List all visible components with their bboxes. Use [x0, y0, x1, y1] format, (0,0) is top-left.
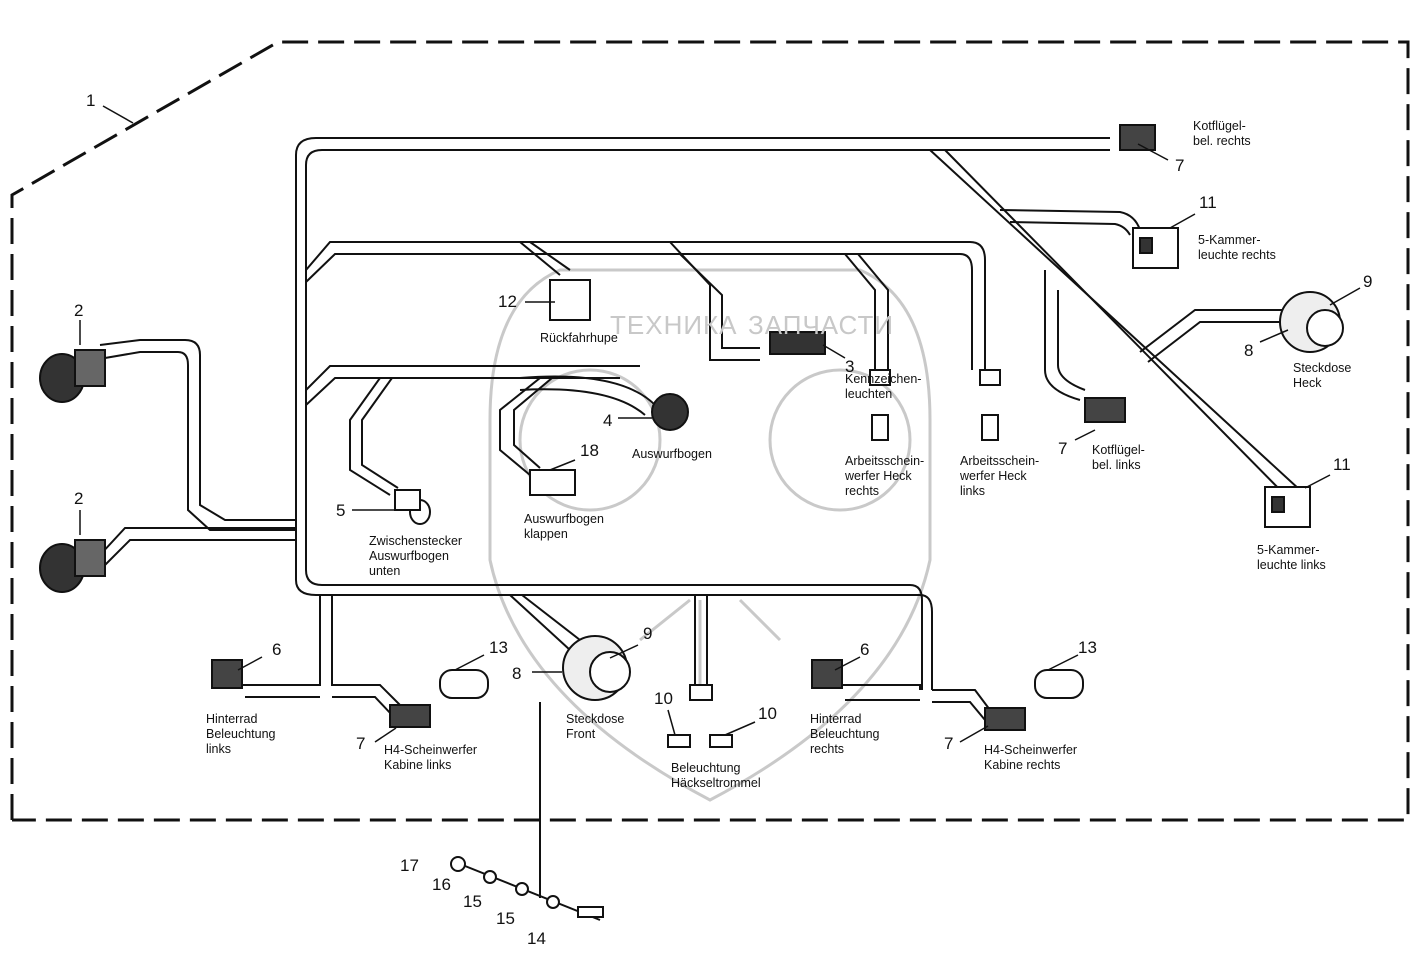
connector-kotfluegel-links-icon [1084, 397, 1126, 423]
label-arbeitsscheinwerfer-rechts: Arbeitsschein- werfer Heck rechts [845, 454, 925, 498]
washer-icon [515, 882, 529, 896]
label-5-kammer-rechts: 5-Kammer- leuchte rechts [1198, 233, 1276, 262]
item-number: 16 [432, 875, 451, 894]
auswurfbogen-connector-icon [651, 393, 689, 431]
item-number: 1 [86, 91, 96, 110]
round-connector-icon [39, 349, 106, 403]
connector-7-rechts-icon [1119, 124, 1156, 151]
label-steckdose-front: Steckdose Front [566, 712, 625, 741]
five-chamber-connector-icon [1132, 227, 1179, 269]
item-number: 7 [944, 734, 954, 753]
connector-6-left-icon [211, 659, 243, 689]
watermark-shield [488, 268, 932, 802]
connector-6-right-icon [811, 659, 843, 689]
label-kotfluegel-rechts: Kotflügel- bel. rechts [1193, 119, 1251, 148]
connector-7-h4-left-icon [389, 704, 431, 728]
item-number: 6 [272, 640, 282, 659]
label-h4-rechts: H4-Scheinwerfer Kabine rechts [984, 743, 1078, 772]
connector-3-icon [769, 331, 826, 355]
connector-18-icon [529, 469, 576, 496]
item-number: 3 [845, 357, 855, 376]
item-number: 2 [74, 301, 84, 320]
label-auswurfbogen-klappen: Auswurfbogen klappen [524, 512, 604, 541]
item-number: 7 [356, 734, 366, 753]
label-kennzeichenleuchten: Kennzeichen- leuchten [845, 372, 922, 401]
assembly-outline [10, 40, 1410, 822]
item-number: 7 [1058, 439, 1068, 458]
label-5-kammer-links: 5-Kammer- leuchte links [1257, 543, 1326, 572]
item-number: 8 [512, 664, 522, 683]
item-number: 11 [1199, 193, 1217, 212]
item-number: 11 [1333, 455, 1351, 474]
item-number: 5 [336, 501, 346, 520]
item-number: 10 [758, 704, 777, 723]
label-auswurfbogen: Auswurfbogen [632, 447, 712, 461]
label-arbeitsscheinwerfer-links: Arbeitsschein- werfer Heck links [960, 454, 1040, 498]
item-number: 13 [1078, 638, 1097, 657]
item-number: 15 [463, 892, 482, 911]
label-zwischenstecker: Zwischenstecker Auswurfbogen unten [369, 534, 463, 578]
item-number: 9 [643, 624, 653, 643]
nut-icon [450, 856, 466, 872]
plug-arbeits-links-icon [979, 369, 1001, 441]
plug-arbeits-rechts-icon [869, 369, 891, 441]
item-number: 12 [498, 292, 517, 311]
harness-cables [99, 137, 1301, 921]
socket-front-icon [562, 635, 631, 701]
item-number: 10 [654, 689, 673, 708]
label-h4-links: H4-Scheinwerfer Kabine links [384, 743, 478, 772]
item-number: 14 [527, 929, 546, 948]
round-connector-icon [39, 539, 106, 593]
item-number: 13 [489, 638, 508, 657]
watermark-text-right: ЗАПЧАСТИ [748, 310, 895, 340]
label-kotfluegel-links: Kotflügel- bel. links [1092, 443, 1145, 472]
connector-13-right-icon [1034, 669, 1084, 699]
label-steckdose-heck: Steckdose Heck [1293, 361, 1352, 390]
item-number: 6 [860, 640, 870, 659]
socket-heck-icon [1279, 291, 1344, 353]
item-number: 8 [1244, 341, 1254, 360]
item-number: 18 [580, 441, 599, 460]
connector-5-icon [394, 489, 431, 525]
washer-icon [483, 870, 497, 884]
item-number: 2 [74, 489, 84, 508]
horn-connector-icon [549, 279, 591, 321]
connector-7-h4-right-icon [984, 707, 1026, 731]
five-chamber-connector-icon [1264, 486, 1311, 528]
connector-10-icon [667, 684, 733, 748]
item-number: 9 [1363, 272, 1373, 291]
leader-lines [79, 143, 1361, 743]
leader-line [102, 105, 134, 124]
washer-icon [546, 895, 560, 909]
item-number: 17 [400, 856, 419, 875]
label-haeckseltrommel: Beleuchtung Häckseltrommel [671, 761, 761, 790]
item-number: 4 [603, 411, 613, 430]
item-number: 15 [496, 909, 515, 928]
connectors [39, 124, 1344, 918]
bolt-icon [577, 906, 604, 918]
connector-13-left-icon [439, 669, 489, 699]
label-rueckfahrhupe: Rückfahrhupe [540, 331, 618, 345]
label-hinterrad-rechts: Hinterrad Beleuchtung rechts [810, 712, 880, 756]
label-hinterrad-links: Hinterrad Beleuchtung links [206, 712, 276, 756]
item-number: 7 [1175, 156, 1185, 175]
watermark-text-left: ТЕХНИКА [610, 310, 738, 340]
